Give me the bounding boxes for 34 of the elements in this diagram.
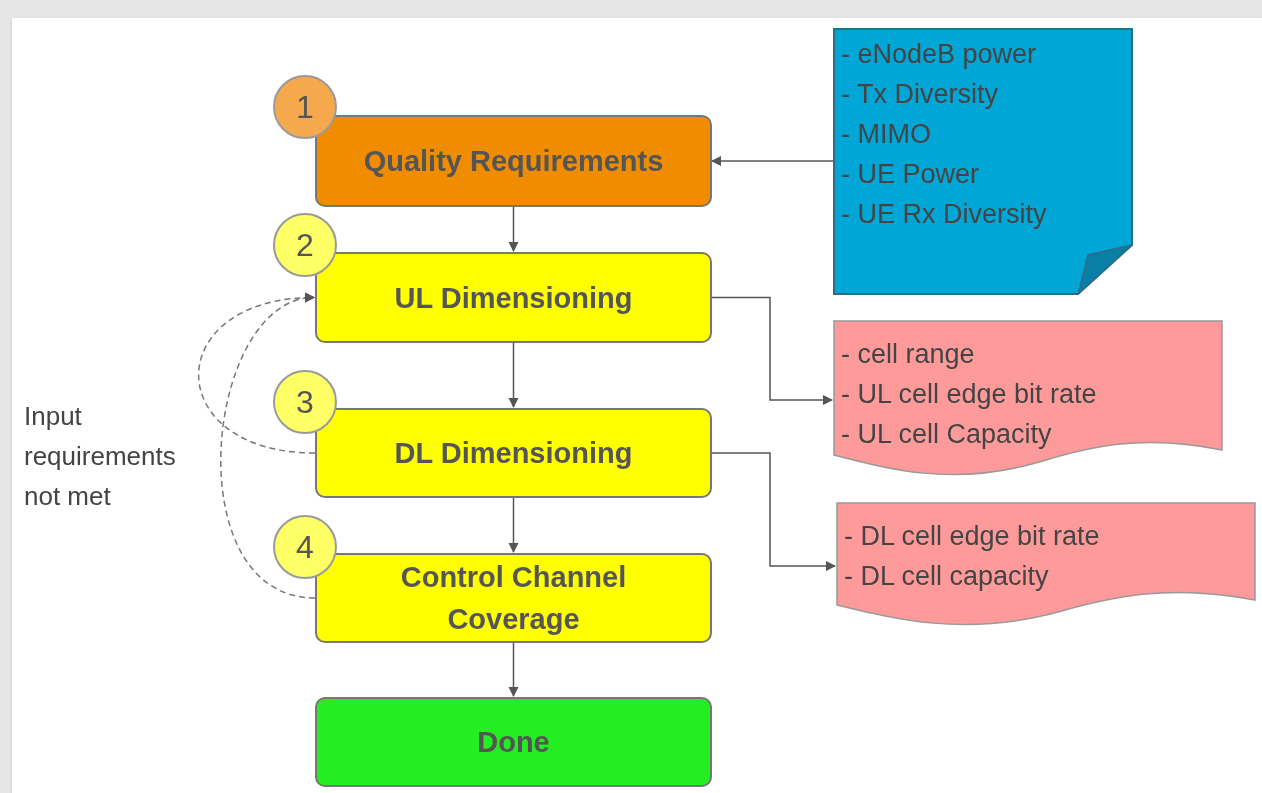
arrow: [711, 296, 834, 406]
list-item: - Tx Diversity: [841, 78, 999, 111]
dashed-arrow: [220, 294, 316, 599]
note-shape: [833, 28, 1133, 295]
step-number: 4: [296, 528, 314, 567]
box-label: DL Dimensioning: [394, 436, 633, 471]
list-item: - UE Power: [841, 158, 981, 191]
list-item: - MIMO: [841, 118, 932, 151]
arrow: [508, 342, 519, 409]
step-number: 2: [296, 226, 314, 265]
list-item: - UL cell Capacity: [841, 418, 1053, 451]
list-item: - eNodeB power: [841, 38, 1038, 71]
list-item: - DL cell edge bit rate: [844, 520, 1101, 553]
arrow: [508, 642, 519, 698]
arrow: [508, 497, 519, 554]
process-box: [315, 697, 712, 787]
list-item: - UL cell edge bit rate: [841, 378, 1098, 411]
box-label: Control Channel Coverage: [399, 560, 628, 637]
process-box: [315, 553, 712, 643]
arrow: [711, 452, 837, 572]
process-box: [315, 408, 712, 498]
step-number: 3: [296, 383, 314, 422]
list-item: - UE Rx Diversity: [841, 198, 1048, 231]
list-item: - DL cell capacity: [844, 560, 1050, 593]
arrow: [508, 206, 519, 253]
arrow: [710, 155, 834, 167]
list-item: - cell range: [841, 338, 976, 371]
step-number: 1: [296, 88, 314, 127]
note-text: Input requirements not met: [24, 400, 177, 513]
box-label: Done: [477, 725, 550, 760]
process-box: [315, 115, 712, 207]
process-box: [315, 252, 712, 343]
box-label: Quality Requirements: [363, 144, 664, 179]
box-label: UL Dimensioning: [394, 280, 633, 316]
